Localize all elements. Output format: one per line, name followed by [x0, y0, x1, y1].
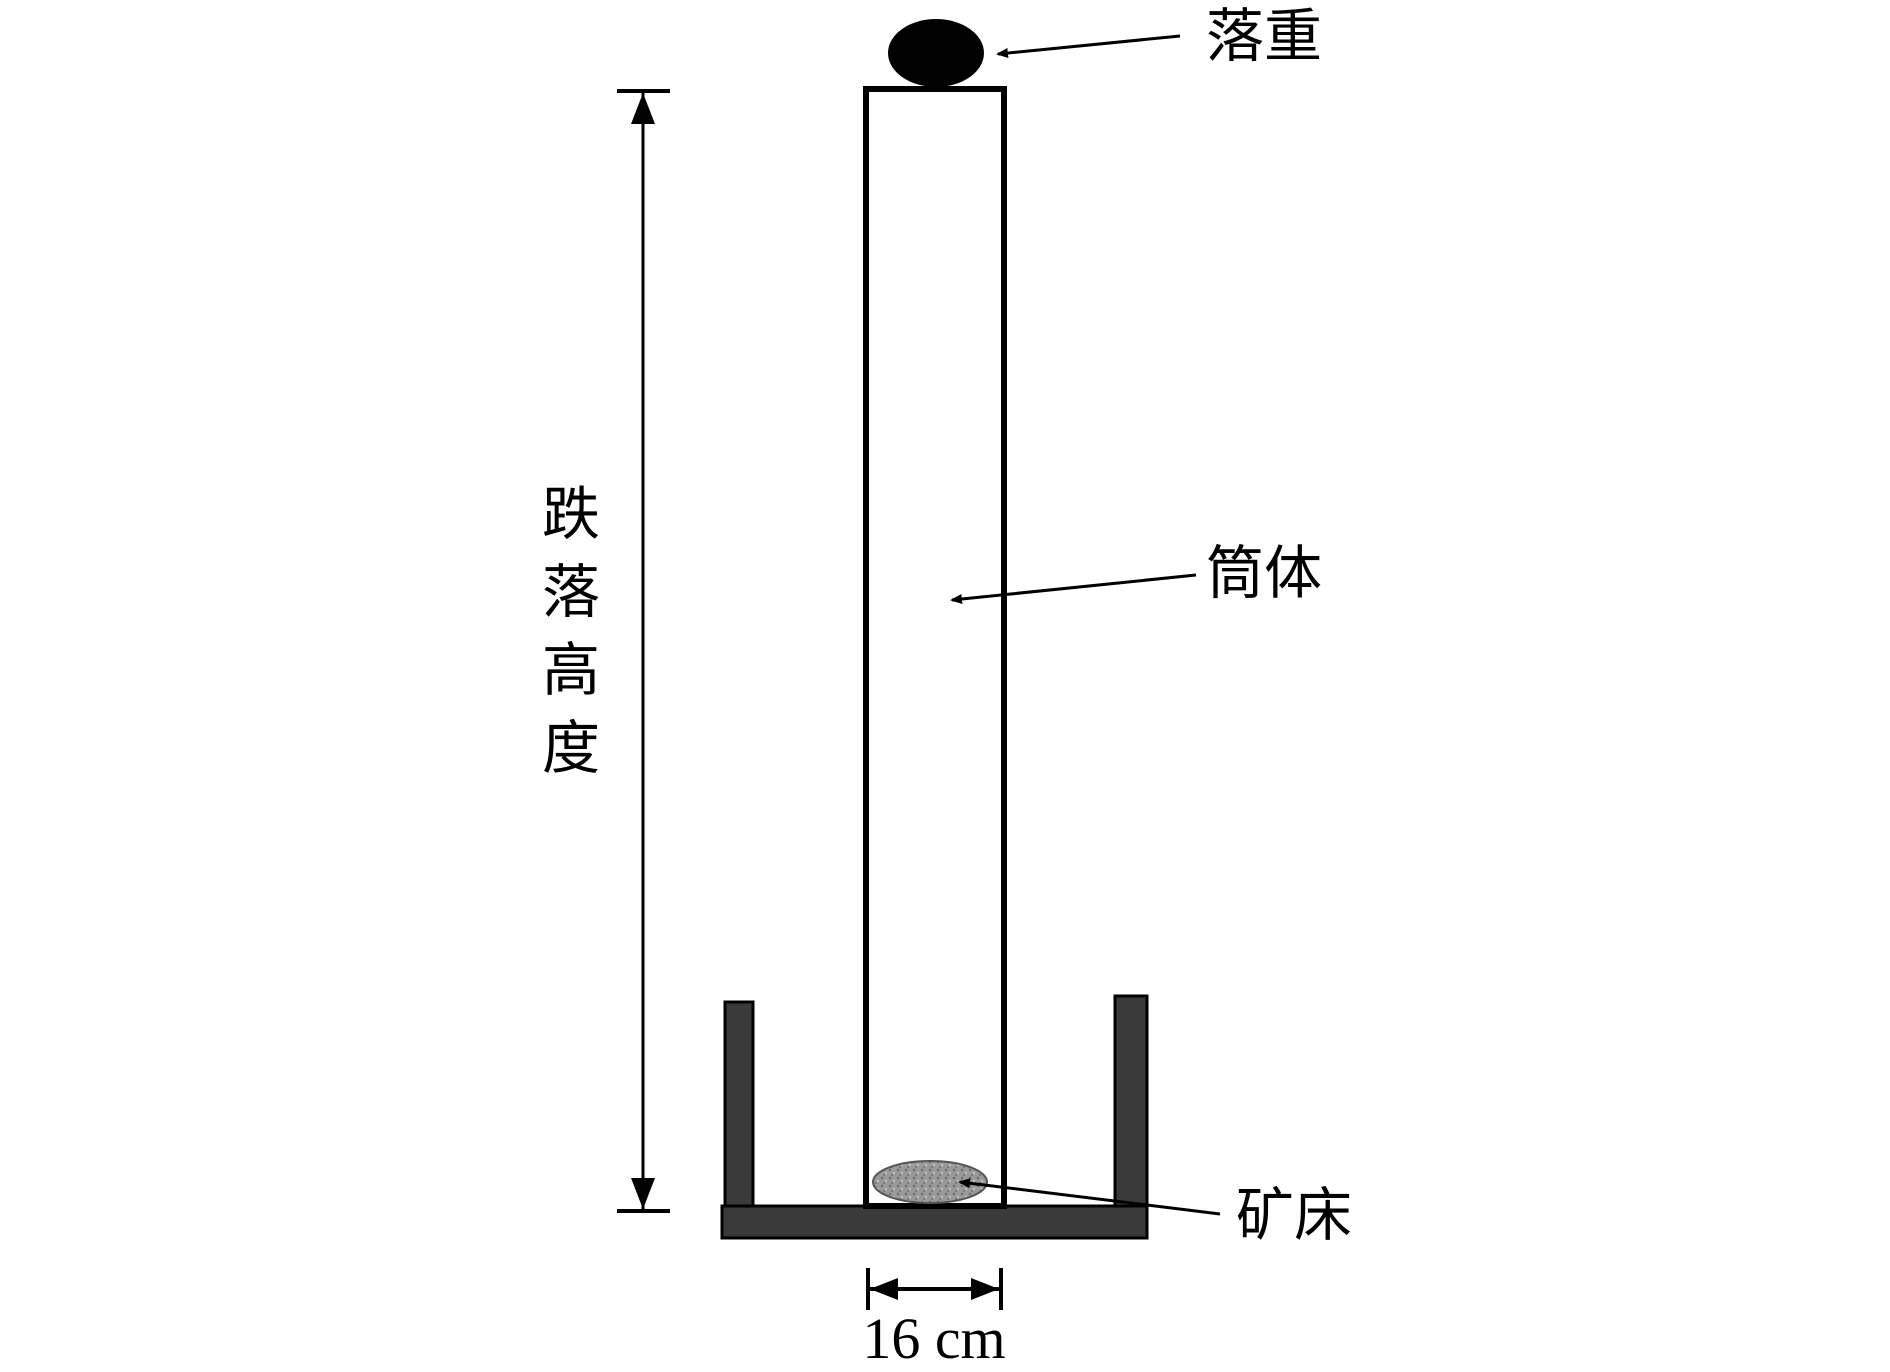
drop-height-char: 落 — [542, 558, 600, 626]
ore-bed — [872, 1160, 988, 1204]
width-arrow-right — [971, 1278, 999, 1300]
width-dimension-label: 16 cm — [862, 1306, 1005, 1371]
stand-left-post — [723, 1000, 755, 1228]
drop-height-char: 度 — [542, 714, 600, 782]
stand-right-post — [1113, 994, 1149, 1228]
cylinder-leader-arrow — [950, 573, 1197, 604]
drop-height-arrow-down — [631, 1178, 655, 1209]
drop-weight-leader-arrow — [996, 34, 1181, 58]
cylinder-tube — [863, 86, 1007, 1209]
cylinder-label: 筒体 — [1206, 539, 1322, 607]
ore-bed-label: 矿床 — [1236, 1181, 1352, 1249]
width-arrow-left — [870, 1278, 898, 1300]
drop-height-char: 跌 — [542, 480, 600, 548]
drop-weight-label: 落重 — [1206, 2, 1322, 70]
stand-base-plate — [720, 1204, 1149, 1240]
drop-weight — [888, 19, 984, 87]
drop-height-dimension — [617, 89, 670, 1213]
drop-height-arrow-up — [631, 93, 655, 124]
width-dimension — [866, 1268, 1003, 1310]
drop-height-label: 跌 落 高 度 — [542, 480, 600, 782]
drop-height-char: 高 — [542, 636, 600, 704]
ore-bed-leader-arrow — [958, 1178, 1221, 1216]
